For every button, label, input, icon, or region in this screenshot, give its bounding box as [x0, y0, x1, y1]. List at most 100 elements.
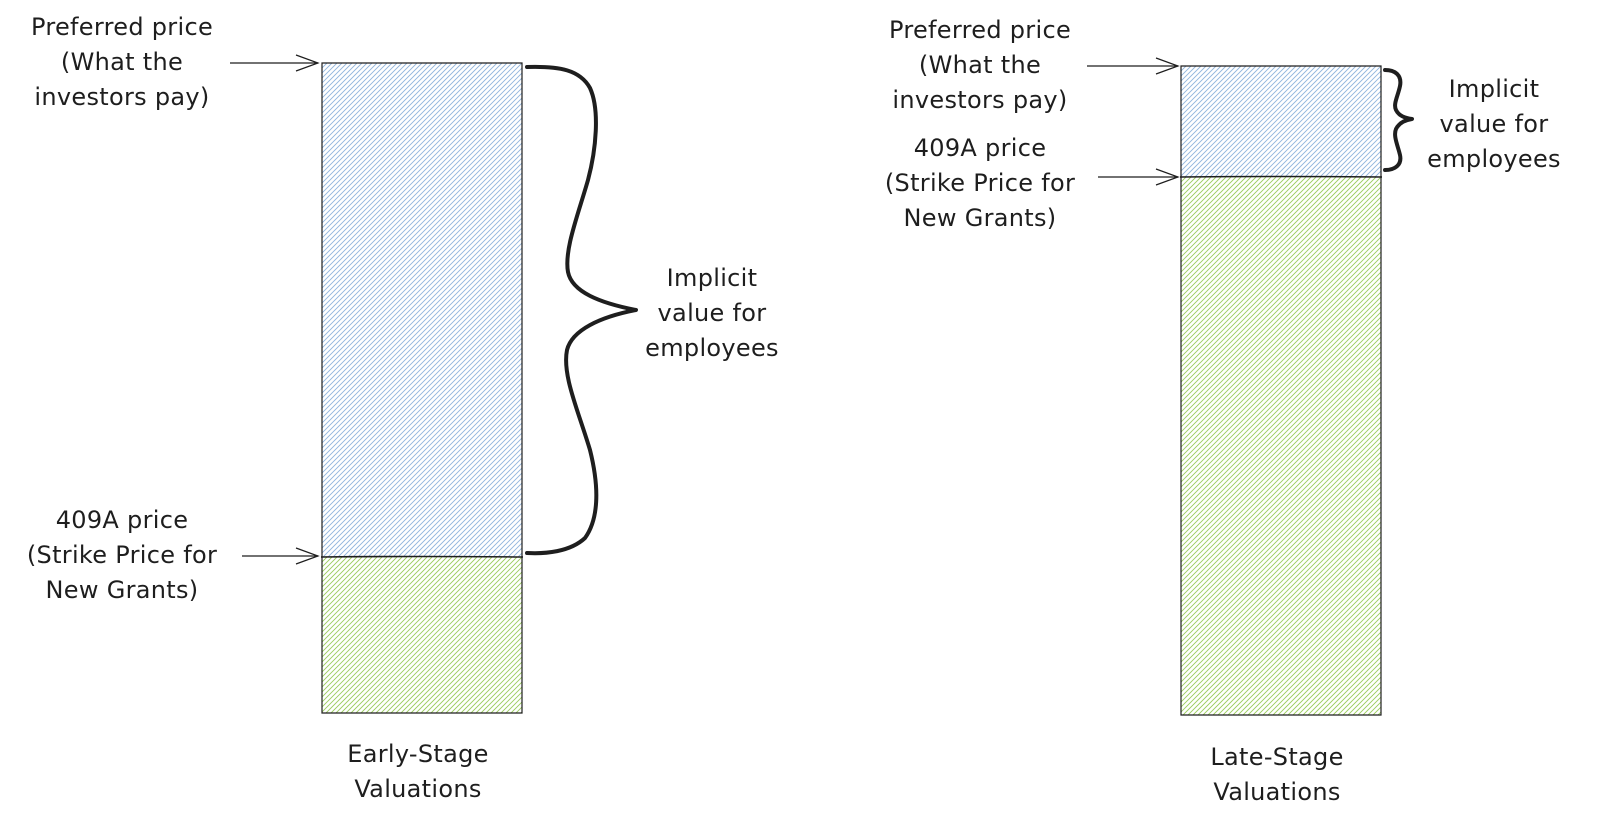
- hatch-stroke: [1181, 471, 1381, 673]
- hatch-stroke: [390, 581, 522, 713]
- hatch-stroke: [322, 117, 522, 319]
- hatch-stroke: [322, 82, 522, 284]
- hatch-stroke: [1181, 66, 1257, 142]
- late-preferred-line-2: (What the: [918, 51, 1042, 79]
- early-bar-outline: [321, 62, 523, 714]
- hatch-stroke: [510, 701, 522, 713]
- hatch-stroke: [626, 557, 782, 713]
- hatch-stroke: [322, 63, 513, 254]
- hatch-stroke: [420, 611, 522, 713]
- hatch-stroke: [460, 651, 522, 713]
- hatch-stroke: [322, 557, 443, 678]
- hatch-stroke: [322, 63, 522, 264]
- hatch-stroke: [1181, 451, 1381, 653]
- hatch-stroke: [1267, 601, 1381, 715]
- hatch-stroke: [1181, 66, 1222, 107]
- hatch-stroke: [631, 557, 787, 713]
- hatch-stroke: [322, 63, 388, 129]
- hatch-stroke: [1252, 586, 1381, 715]
- hatch-stroke: [1578, 177, 1600, 715]
- hatch-stroke: [322, 63, 378, 119]
- hatch-stroke: [1322, 656, 1381, 715]
- hatch-stroke: [435, 626, 522, 713]
- hatch-stroke: [1181, 66, 1282, 167]
- hatch-stroke: [340, 557, 498, 713]
- hatch-stroke: [1468, 177, 1600, 715]
- hatch-stroke: [1181, 346, 1381, 548]
- hatch-stroke: [1209, 66, 1322, 177]
- hatch-stroke: [1181, 177, 1272, 268]
- hatch-stroke: [322, 63, 373, 114]
- hatch-stroke: [1181, 266, 1381, 468]
- hatch-stroke: [1181, 386, 1381, 588]
- hatch-stroke: [621, 557, 777, 713]
- hatch-stroke: [1204, 66, 1317, 177]
- hatch-stroke: [1181, 356, 1381, 558]
- hatch-stroke: [1181, 177, 1381, 378]
- late-caption-line-2: Valuations: [1213, 778, 1341, 806]
- hatch-stroke: [1319, 115, 1381, 177]
- early-strike-segment: [322, 557, 812, 713]
- hatch-stroke: [561, 557, 717, 713]
- early-preferred-line-2: (What the: [60, 48, 184, 76]
- hatch-stroke: [322, 557, 413, 648]
- hatch-stroke: [1181, 66, 1232, 117]
- hatch-stroke: [322, 63, 418, 159]
- hatch-stroke: [322, 172, 522, 374]
- hatch-stroke: [571, 557, 727, 713]
- hatch-stroke: [322, 312, 522, 514]
- hatch-stroke: [322, 63, 508, 249]
- hatch-stroke: [1181, 491, 1381, 693]
- hatch-stroke: [591, 557, 747, 713]
- hatch-stroke: [1181, 206, 1381, 408]
- hatch-stroke: [581, 557, 737, 713]
- hatch-stroke: [1214, 66, 1327, 177]
- hatch-stroke: [1181, 351, 1381, 553]
- hatch-stroke: [412, 447, 522, 557]
- hatch-stroke: [402, 437, 522, 557]
- hatch-stroke: [1181, 291, 1381, 493]
- hatch-stroke: [1503, 177, 1600, 715]
- hatch-stroke: [322, 352, 522, 554]
- hatch-stroke: [1181, 381, 1381, 583]
- hatch-stroke: [322, 63, 498, 239]
- hatch-stroke: [322, 63, 463, 204]
- hatch-stroke: [1418, 177, 1600, 715]
- hatch-stroke: [322, 557, 438, 673]
- hatch-stroke: [1187, 521, 1381, 715]
- hatch-stroke: [322, 197, 522, 399]
- hatch-stroke: [1181, 177, 1372, 368]
- hatch-stroke: [1192, 526, 1381, 715]
- early-implicit-line-3: employees: [645, 334, 779, 362]
- hatch-stroke: [1181, 177, 1267, 263]
- early-strike-line-3: New Grants): [45, 576, 199, 604]
- late-strike-line-1: 409A price: [913, 134, 1047, 162]
- hatch-stroke: [372, 407, 522, 557]
- hatch-stroke: [1349, 145, 1381, 177]
- hatch-stroke: [1181, 236, 1381, 438]
- hatch-stroke: [322, 242, 522, 444]
- hatch-stroke: [1277, 611, 1381, 715]
- hatch-stroke: [1181, 177, 1237, 233]
- hatch-stroke: [656, 557, 812, 713]
- hatch-stroke: [1181, 221, 1381, 423]
- hatch-stroke: [432, 467, 522, 557]
- hatch-stroke: [1573, 177, 1600, 715]
- hatch-stroke: [1181, 361, 1381, 563]
- early-strike-arrow: [242, 547, 320, 565]
- hatch-stroke: [505, 696, 522, 713]
- late-implicit-line-1: Implicit: [1448, 75, 1540, 103]
- hatch-stroke: [322, 63, 443, 184]
- hatch-stroke: [322, 63, 488, 229]
- hatch-stroke: [1181, 216, 1381, 418]
- hatch-stroke: [1181, 306, 1381, 508]
- hatch-stroke: [382, 417, 522, 557]
- hatch-stroke: [322, 287, 522, 489]
- hatch-stroke: [322, 202, 522, 404]
- hatch-stroke: [322, 63, 323, 64]
- hatch-stroke: [1367, 701, 1381, 715]
- hatch-stroke: [1403, 177, 1600, 715]
- hatch-stroke: [1513, 177, 1600, 715]
- hatch-stroke: [1259, 66, 1372, 177]
